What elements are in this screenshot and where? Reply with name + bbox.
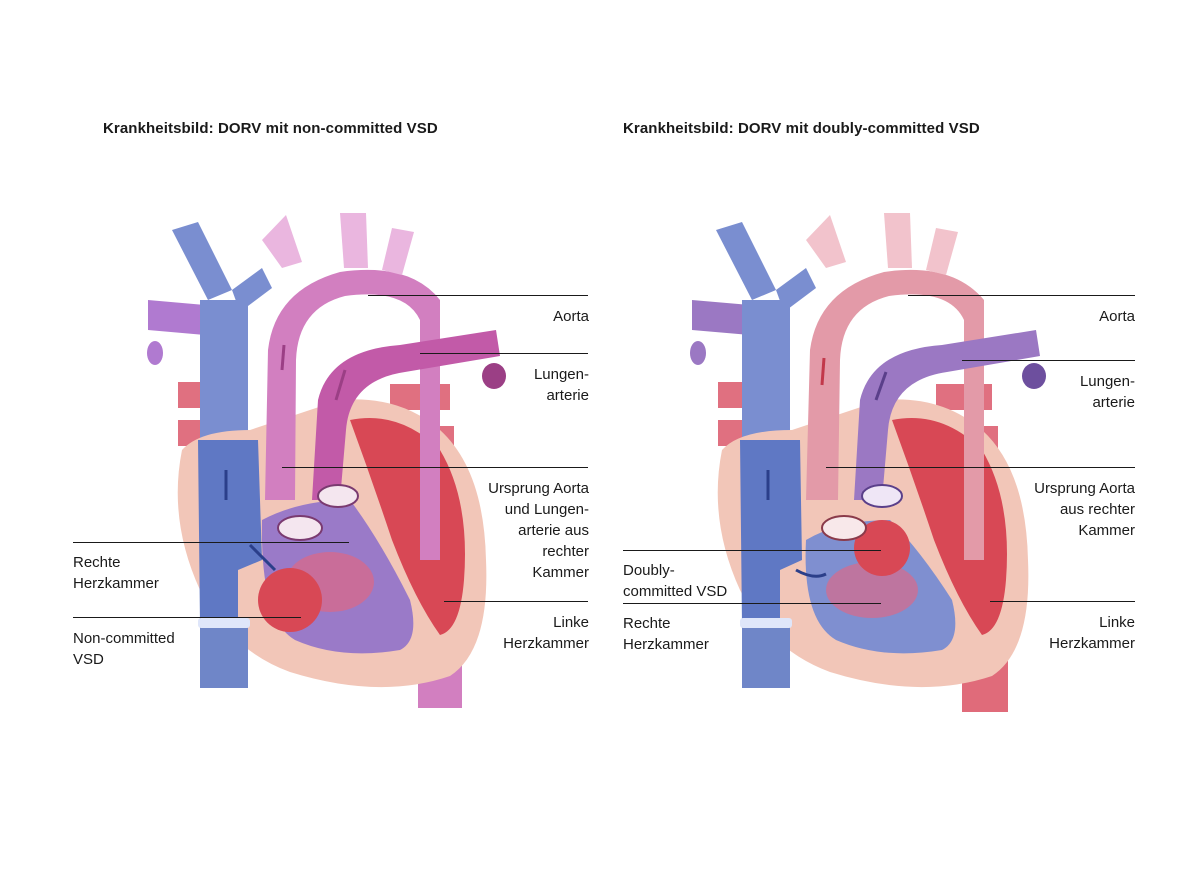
left-diagram-panel: Krankheitsbild: DORV mit non-committed V… xyxy=(73,120,589,708)
ivc-ring xyxy=(198,618,250,628)
leader-aorta xyxy=(908,295,1135,297)
label-lungenarterie: Lungen- arterie xyxy=(1079,373,1135,411)
pulmonary-trunk xyxy=(854,330,1040,500)
aorta-branch-3 xyxy=(382,228,414,275)
superior-vena-cava xyxy=(200,300,248,440)
heart-diagram-non-committed-vsd xyxy=(147,213,506,708)
pulmonary-artery-end-right xyxy=(1022,363,1046,389)
aorta-branch-3 xyxy=(926,228,958,275)
pulmonary-artery-end-left xyxy=(690,341,706,365)
flow-arrow-vsd xyxy=(795,568,827,578)
superior-vena-cava xyxy=(742,300,790,440)
label-rechte-herzkammer: Rechte Herzkammer xyxy=(73,554,159,592)
vena-cava-branch-left xyxy=(692,300,750,335)
vsd-defect xyxy=(854,520,910,576)
leader-ursprung xyxy=(826,467,1135,469)
label-vsd: Non-committed VSD xyxy=(73,630,175,668)
label-doubly-committed-vsd: Doubly- committed VSD xyxy=(623,562,728,600)
aorta-branch-2 xyxy=(340,213,368,268)
pulmonary-trunk xyxy=(312,330,500,500)
label-aorta: Aorta xyxy=(553,308,589,325)
aorta-branch-1 xyxy=(806,215,846,268)
leader-linke-herzkammer xyxy=(990,601,1135,603)
vena-cava-branch-top xyxy=(716,222,776,300)
leader-aorta xyxy=(368,295,588,297)
label-lungenarterie: Lungen- arterie xyxy=(533,366,589,404)
right-panel-title: Krankheitsbild: DORV mit doubly-committe… xyxy=(623,120,980,137)
vena-cava-branch-left xyxy=(148,300,205,335)
right-atrium xyxy=(740,440,802,625)
leader-lungenarterie xyxy=(420,353,588,355)
leader-rechte-herzkammer xyxy=(73,542,349,544)
leader-rechte-herzkammer xyxy=(623,603,881,605)
leader-linke-herzkammer xyxy=(444,601,588,603)
leader-lungenarterie xyxy=(962,360,1135,362)
aorta-branch-2 xyxy=(884,213,912,268)
vsd-defect xyxy=(258,568,322,632)
heart-diagram-doubly-committed-vsd xyxy=(690,213,1046,712)
label-linke-herzkammer: Linke Herzkammer xyxy=(503,614,589,652)
flow-arrow-vsd xyxy=(248,543,277,572)
pulmonary-valve xyxy=(861,484,903,508)
right-atrium xyxy=(198,440,262,625)
pulmonary-artery-end-right xyxy=(482,363,506,389)
aortic-valve xyxy=(277,515,323,541)
label-ursprung: Ursprung Aorta aus rechter Kammer xyxy=(1034,480,1135,539)
leader-ursprung xyxy=(282,467,588,469)
ivc-ring xyxy=(740,618,792,628)
flow-arrow-aorta xyxy=(820,357,826,386)
leader-doubly-committed-vsd xyxy=(623,550,881,552)
pulmonary-artery-end-left xyxy=(147,341,163,365)
leader-vsd xyxy=(73,617,301,619)
flow-arrow-aorta xyxy=(280,344,286,371)
inferior-vena-cava xyxy=(742,625,790,688)
label-linke-herzkammer: Linke Herzkammer xyxy=(1049,614,1135,652)
aorta-branch-1 xyxy=(262,215,302,268)
vena-cava-branch-top xyxy=(172,222,232,300)
aortic-valve xyxy=(821,515,867,541)
aorta-arch xyxy=(265,269,440,560)
flow-arrow-pulm xyxy=(334,369,347,401)
left-panel-title: Krankheitsbild: DORV mit non-committed V… xyxy=(103,120,438,137)
aorta-arch xyxy=(806,269,984,560)
label-ursprung: Ursprung Aorta und Lungen- arterie aus r… xyxy=(488,480,589,581)
label-aorta: Aorta xyxy=(1099,308,1135,325)
pulmonary-valve xyxy=(317,484,359,508)
inferior-vena-cava xyxy=(200,625,248,688)
label-rechte-herzkammer: Rechte Herzkammer xyxy=(623,615,709,653)
right-diagram-panel: Krankheitsbild: DORV mit doubly-committe… xyxy=(600,0,1200,896)
flow-arrow-pulm xyxy=(874,371,888,401)
